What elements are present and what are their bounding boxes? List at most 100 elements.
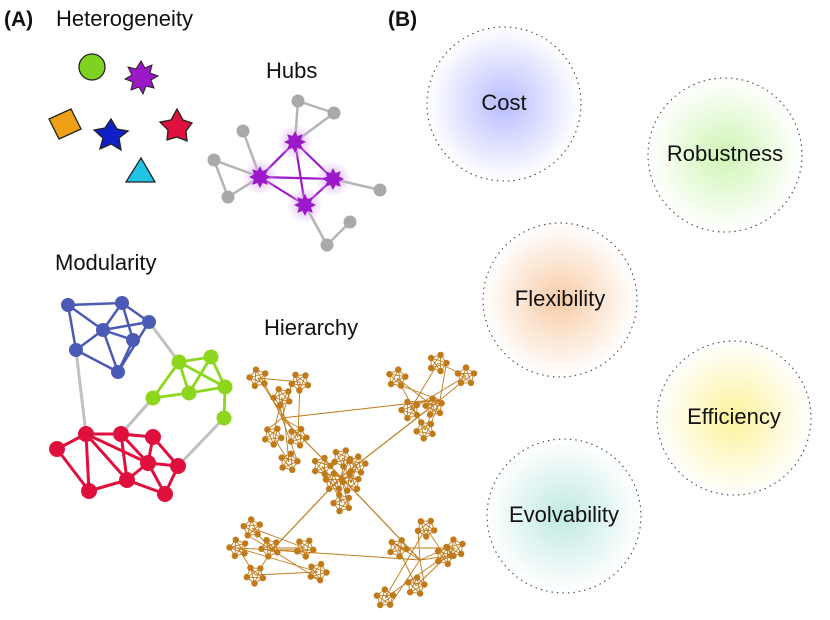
red-module-node-5 <box>170 458 186 474</box>
hierarchy-title: Hierarchy <box>264 315 358 340</box>
hierarchy-node-124 <box>423 533 430 540</box>
hierarchy-node-135 <box>421 581 428 588</box>
hierarchy-node-101 <box>273 539 280 546</box>
blue-module-link-0 <box>67 301 123 307</box>
hierarchy-node-140 <box>387 601 394 608</box>
red-module-node-8 <box>157 486 173 502</box>
hierarchy-node-66 <box>311 457 319 465</box>
hierarchy-node-28 <box>413 428 420 435</box>
hierarchy-node-32 <box>246 374 253 381</box>
hierarchy-link-16 <box>439 362 447 401</box>
hierarchy-node-97 <box>242 540 249 547</box>
hierarchy-node-2 <box>427 364 435 372</box>
hierarchy-node-144 <box>389 592 397 599</box>
blue-module-node-2 <box>96 323 110 337</box>
hierarchy-node-6 <box>387 380 395 388</box>
hierarchy-node-17 <box>438 400 445 407</box>
hierarchy-node-136 <box>416 590 424 597</box>
hierarchy-link-265 <box>260 549 273 569</box>
hierarchy-node-127 <box>403 545 410 553</box>
hierarchy-node-115 <box>316 577 324 584</box>
blue-module-link-9 <box>75 348 119 374</box>
hierarchy-node-39 <box>286 398 293 405</box>
hierarchy-node-9 <box>402 373 409 380</box>
hierarchy-node-21 <box>413 401 421 409</box>
hub-node-1 <box>249 166 271 188</box>
hierarchy-link-304 <box>417 530 421 561</box>
hierarchy-node-134 <box>434 548 442 555</box>
hierarchy-node-125 <box>388 539 395 546</box>
hierarchy-node-56 <box>289 466 296 473</box>
hubs-peripheral-node-4 <box>221 190 235 204</box>
hierarchy-node-92 <box>248 516 255 523</box>
hierarchy-node-145 <box>448 552 455 559</box>
bubble-label-efficiency: Efficiency <box>687 404 781 429</box>
heterogeneity-shapes <box>48 53 194 183</box>
hubs-peripheral-node-3 <box>207 153 221 167</box>
hierarchy-node-68 <box>327 462 334 470</box>
green-module-node-0 <box>171 354 187 370</box>
hierarchy-node-148 <box>459 540 466 548</box>
hierarchy-node-24 <box>398 406 405 414</box>
hierarchy-node-141 <box>377 601 384 609</box>
blue-module-node-6 <box>111 365 125 379</box>
hierarchy-node-107 <box>251 580 258 587</box>
hierarchy-node-78 <box>325 485 333 493</box>
hierarchy-node-20 <box>404 398 411 406</box>
bubble-label-evolvability: Evolvability <box>509 502 619 527</box>
hierarchy-node-110 <box>310 546 317 553</box>
hierarchy-node-63 <box>342 447 349 454</box>
hierarchy-node-30 <box>261 380 268 387</box>
hierarchy-node-11 <box>454 370 462 377</box>
red-module-node-1 <box>78 426 94 442</box>
hierarchy-node-5 <box>397 382 405 389</box>
inter-module-link-2 <box>119 397 155 435</box>
hierarchy-node-55 <box>294 458 301 465</box>
hierarchy-node-102 <box>274 549 281 556</box>
hierarchy-node-132 <box>444 560 451 568</box>
bubble-label-flexibility: Flexibility <box>515 286 605 311</box>
hierarchy-node-108 <box>243 573 250 581</box>
green-module-node-5 <box>216 410 232 426</box>
hierarchy-node-149 <box>458 550 465 558</box>
hierarchy-link-360 <box>425 527 446 557</box>
hierarchy-node-61 <box>331 458 338 466</box>
hierarchy-node-52 <box>296 442 304 449</box>
hierarchy-node-112 <box>294 548 301 555</box>
hierarchy-node-85 <box>345 504 353 512</box>
hub-node-3 <box>294 194 316 216</box>
hierarchy-node-139 <box>413 574 421 581</box>
hierarchy-node-54 <box>288 428 295 435</box>
hierarchy-node-29 <box>418 419 425 426</box>
spiky-star-shape <box>123 60 160 96</box>
hierarchy-node-14 <box>467 379 475 387</box>
red-module-node-3 <box>145 429 161 445</box>
hierarchy-node-114 <box>306 537 313 544</box>
modularity-network <box>49 296 233 502</box>
hierarchy-node-59 <box>287 450 295 457</box>
hierarchy-node-81 <box>353 485 361 493</box>
red-pentagon-star-shape <box>158 107 194 143</box>
red-module-link-3 <box>85 432 149 465</box>
bubble-flexibility: Flexibility <box>482 222 638 378</box>
hubs-peripheral-node-0 <box>291 94 305 108</box>
hierarchy-node-31 <box>251 382 258 390</box>
hierarchy-node-69 <box>321 470 328 478</box>
hierarchy-node-87 <box>330 499 337 507</box>
modularity-title: Modularity <box>55 250 156 275</box>
hierarchy-node-35 <box>276 402 284 409</box>
hierarchy-node-77 <box>335 485 343 492</box>
hierarchy-node-105 <box>257 565 264 572</box>
green-module-node-2 <box>217 379 233 395</box>
hubs-peripheral-node-1 <box>327 106 341 120</box>
bubble-evolvability: Evolvability <box>486 438 642 594</box>
hierarchy-node-123 <box>431 527 438 534</box>
hierarchy-node-99 <box>231 552 239 560</box>
hierarchy-node-109 <box>247 564 254 571</box>
blue-module-node-1 <box>115 296 129 310</box>
hierarchy-node-27 <box>420 435 427 442</box>
hierarchy-node-86 <box>336 507 343 515</box>
hierarchy-node-128 <box>396 553 403 560</box>
red-module-node-6 <box>81 483 97 499</box>
hierarchy-link-220 <box>350 464 358 484</box>
